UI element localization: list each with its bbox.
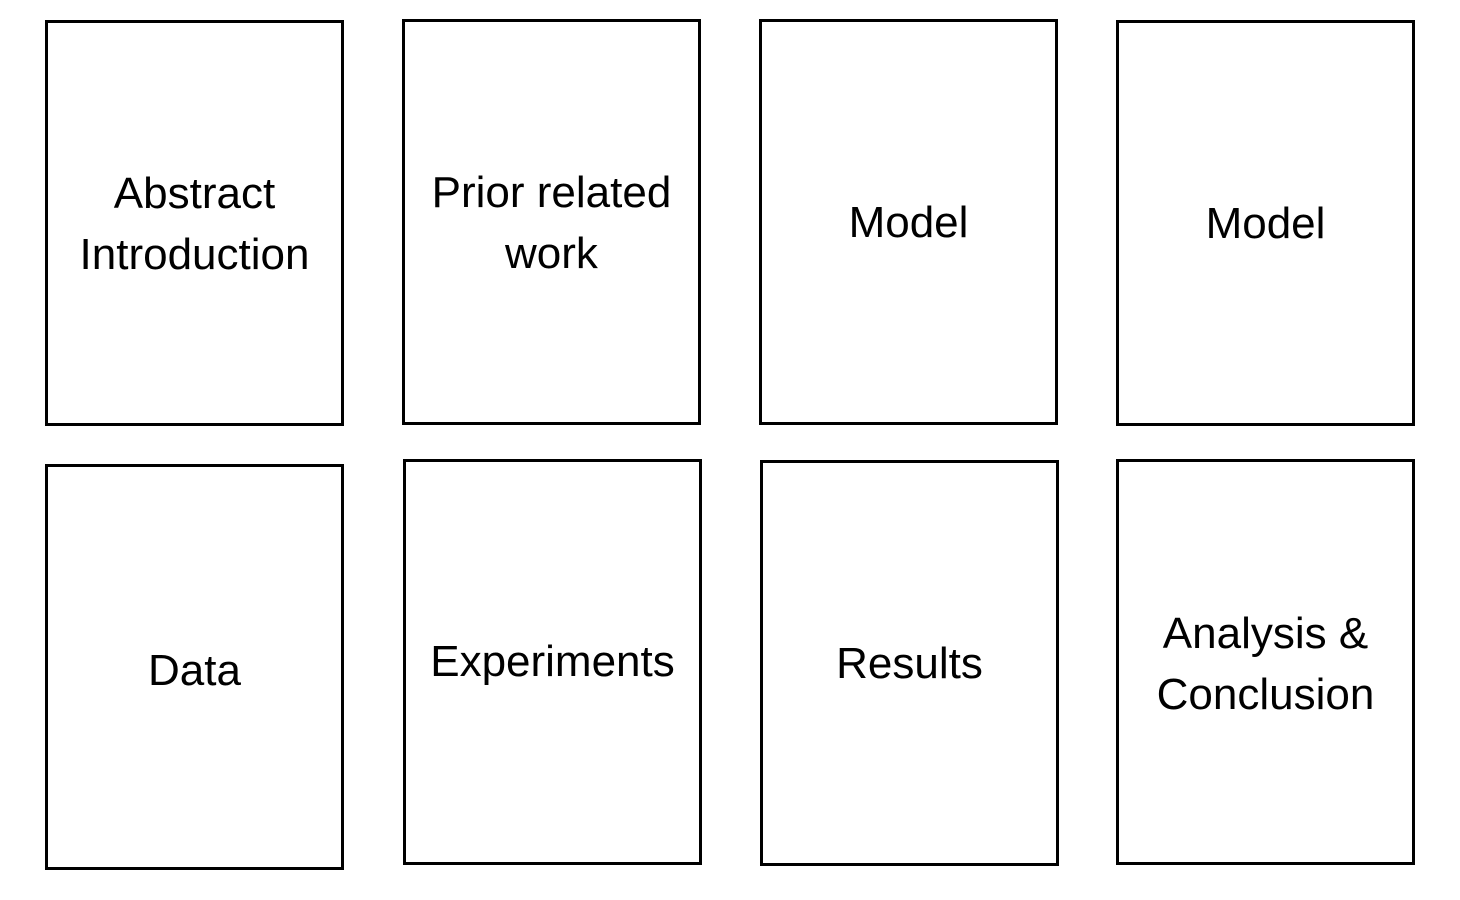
section-card-model-2: Model: [1116, 20, 1415, 426]
section-card-model-1: Model: [759, 19, 1058, 425]
card-label: Abstract Introduction: [79, 169, 310, 279]
card-label: Prior related work: [431, 168, 672, 278]
section-card-abstract-introduction: Abstract Introduction: [45, 20, 344, 426]
card-label: Model: [1205, 198, 1326, 248]
section-card-analysis-conclusion: Analysis & Conclusion: [1116, 459, 1415, 865]
section-card-prior-related-work: Prior related work: [402, 19, 701, 425]
card-label: Analysis & Conclusion: [1156, 609, 1375, 719]
section-card-data: Data: [45, 464, 344, 870]
card-label: Results: [836, 638, 983, 688]
card-label: Experiments: [430, 636, 675, 686]
section-card-experiments: Experiments: [403, 459, 702, 865]
card-label: Data: [148, 645, 241, 695]
card-label: Model: [848, 197, 969, 247]
section-card-results: Results: [760, 460, 1059, 866]
